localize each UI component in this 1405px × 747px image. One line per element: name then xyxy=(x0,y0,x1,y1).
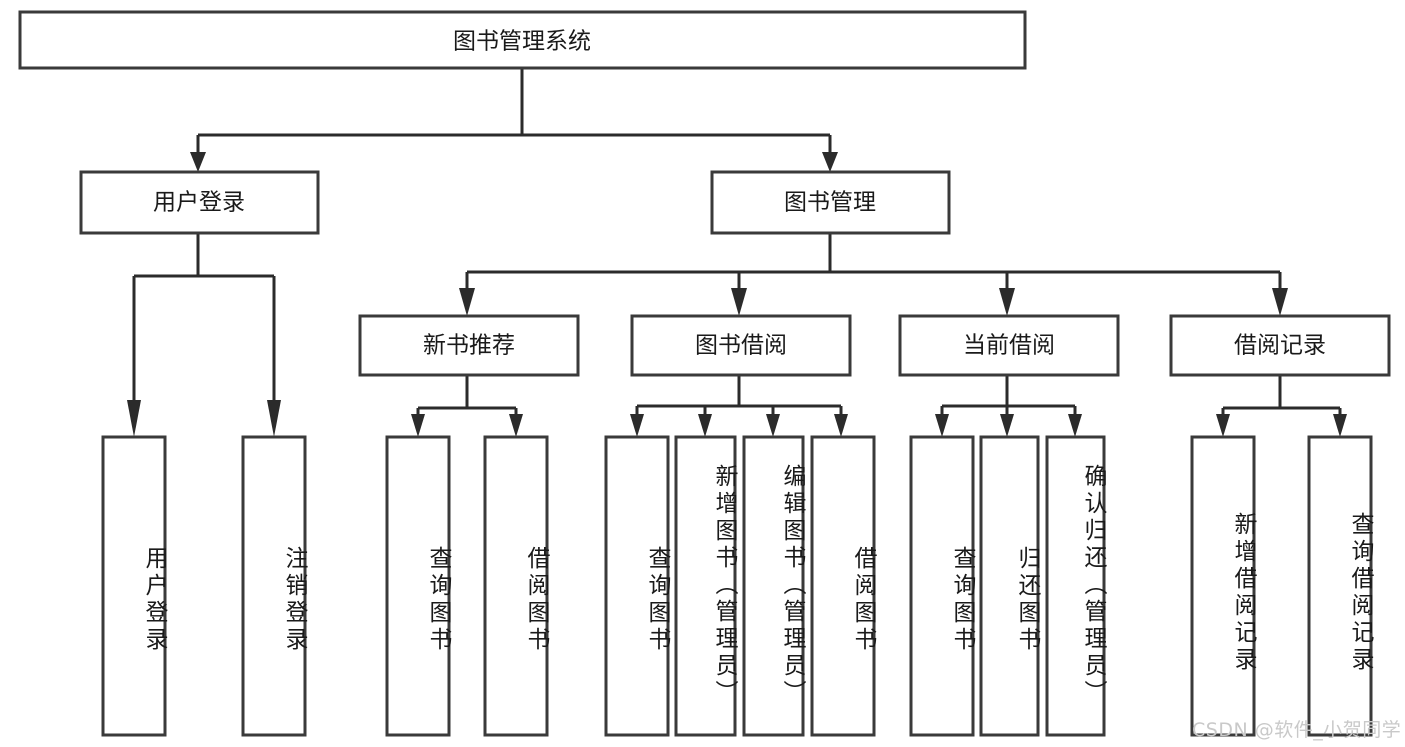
node-leaf-query-record-box[interactable] xyxy=(1307,435,1373,737)
arrowhead-current-borrow xyxy=(999,288,1015,316)
arrowhead-leaf-user-logout xyxy=(267,400,281,437)
node-book-management-label: 图书管理 xyxy=(784,190,876,216)
node-root-label: 图书管理系统 xyxy=(453,29,591,55)
node-leaf-borrow-book-2-box[interactable] xyxy=(810,435,876,737)
arrowhead-leaf-query-book-3 xyxy=(935,414,949,437)
node-leaf-user-logout-box[interactable] xyxy=(241,435,307,737)
arrowhead-leaf-add-book-admin xyxy=(698,414,712,437)
node-leaf-borrow-book-1-box[interactable] xyxy=(483,435,549,737)
node-leaf-user-login-box[interactable] xyxy=(101,435,167,737)
node-user-login-box[interactable] xyxy=(79,170,320,235)
node-current-borrow-label: 当前借阅 xyxy=(963,333,1055,359)
node-new-book-recommend-box[interactable] xyxy=(358,314,580,377)
node-leaf-add-record-box[interactable] xyxy=(1190,435,1256,737)
arrowhead-leaf-borrow-book-1 xyxy=(509,414,523,437)
arrowhead-leaf-query-record xyxy=(1333,414,1347,437)
connector-group xyxy=(127,68,1347,437)
arrowhead-leaf-return-book xyxy=(1000,414,1014,437)
node-leaf-return-book-box[interactable] xyxy=(979,435,1040,737)
node-root-box[interactable] xyxy=(18,10,1027,70)
arrowhead-borrow-record xyxy=(1272,288,1288,316)
node-leaf-edit-book-admin-box[interactable] xyxy=(742,435,805,737)
arrowhead-leaf-confirm-return xyxy=(1068,414,1082,437)
arrowhead-user-login xyxy=(190,152,206,172)
node-leaf-query-book-2-box[interactable] xyxy=(604,435,670,737)
arrowhead-leaf-user-login xyxy=(127,400,141,437)
csdn-watermark: CSDN @软件_小贺同学 xyxy=(1192,719,1402,741)
arrowhead-leaf-query-book-1 xyxy=(411,414,425,437)
node-borrow-record-label: 借阅记录 xyxy=(1234,333,1326,359)
arrowhead-book-mgmt xyxy=(822,152,838,172)
horizontal-label-group: 图书管理系统 用户登录 图书管理 新书推荐 图书借阅 当前借阅 借阅记录 xyxy=(153,29,1326,359)
arrowhead-new-book-recommend xyxy=(459,288,475,316)
node-new-book-recommend-label: 新书推荐 xyxy=(423,333,515,359)
node-leaf-query-book-1-box[interactable] xyxy=(385,435,451,737)
node-leaf-confirm-return-box[interactable] xyxy=(1045,435,1106,737)
node-borrow-record-box[interactable] xyxy=(1169,314,1391,377)
arrowhead-leaf-edit-book-admin xyxy=(766,414,780,437)
node-book-borrow-label: 图书借阅 xyxy=(695,333,787,359)
arrowhead-book-borrow xyxy=(731,288,747,316)
node-leaf-query-book-3-box[interactable] xyxy=(909,435,975,737)
node-book-management-box[interactable] xyxy=(710,170,951,235)
node-leaf-add-book-admin-box[interactable] xyxy=(674,435,737,737)
node-user-login-label: 用户登录 xyxy=(153,190,245,216)
arrowhead-leaf-add-record xyxy=(1216,414,1230,437)
node-book-borrow-box[interactable] xyxy=(630,314,852,377)
arrowhead-leaf-borrow-book-2 xyxy=(834,414,848,437)
node-box-group xyxy=(18,10,1391,737)
node-current-borrow-box[interactable] xyxy=(898,314,1120,377)
arrowhead-leaf-query-book-2 xyxy=(630,414,644,437)
